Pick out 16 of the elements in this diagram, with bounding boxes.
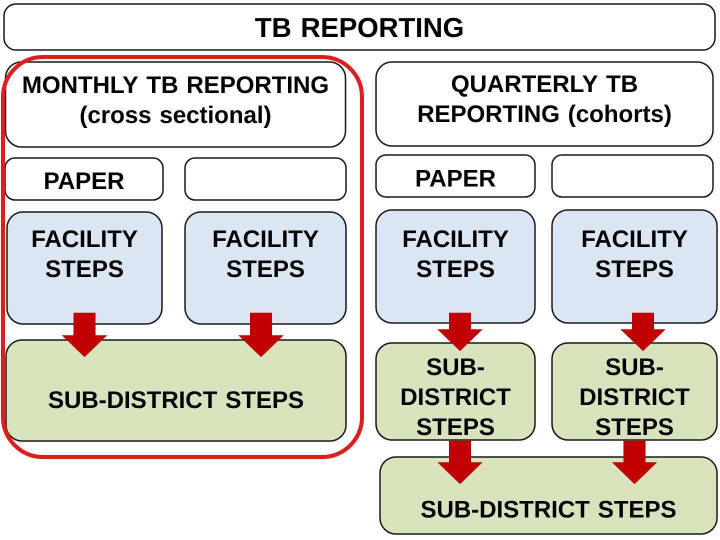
step-box: SUB-DISTRICT STEPS [5,339,347,442]
step-box: SUB-DISTRICT STEPS [551,342,718,441]
step-box: FACILITY STEPS [184,211,347,325]
step-box: SUB-DISTRICT STEPS [379,456,718,535]
label-box: PAPER [375,154,536,198]
header-box: QUARTERLY TB REPORTING (cohorts) [375,61,714,147]
step-box: FACILITY STEPS [551,209,718,324]
step-box: FACILITY STEPS [375,209,536,324]
step-box: FACILITY STEPS [6,211,163,325]
step-box: SUB-DISTRICT STEPS [375,342,536,441]
highlight-frame [1,55,364,459]
label-box: PAPER [4,157,164,201]
empty-box [184,157,347,201]
empty-box [551,154,714,198]
title-box: TB REPORTING [3,3,716,51]
header-box: MONTHLY TB REPORTING (cross sectional) [4,61,346,148]
